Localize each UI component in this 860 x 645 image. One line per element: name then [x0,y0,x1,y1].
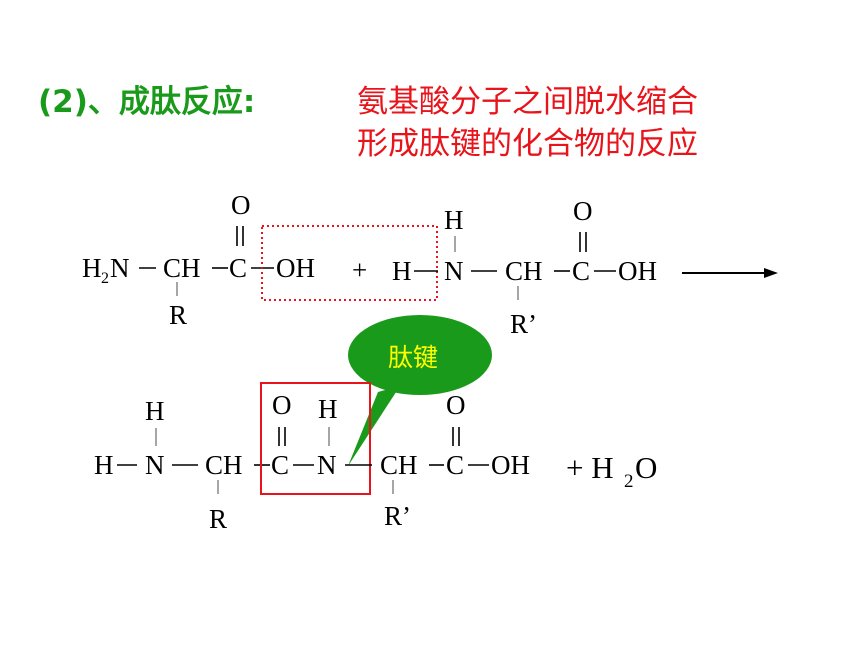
plus-sign-reactants: + [352,255,367,285]
water-o: O [635,450,657,485]
reactant2-carbonyl-o: O [573,196,593,226]
reactant2-c: C [572,256,590,286]
callout-pointer [348,386,400,466]
reactant1-oh: OH [276,253,315,283]
definition-line-1: 氨基酸分子之间脱水缩合 [357,84,698,120]
definition-line-2: 形成肽键的化合物的反应 [357,126,698,162]
product-carbonyl-o1: O [272,390,292,420]
water-plus-h: + H [566,450,614,485]
product-r1: R [209,504,227,534]
water-product: + H 2 O [566,450,657,492]
callout-bubble [348,315,492,395]
reactant1-ch: CH [163,253,201,283]
product-h-left: H [94,450,114,480]
reactant1-r: R [169,300,187,330]
product-ch2: CH [380,450,418,480]
product-n2: N [317,450,337,480]
peptide-bond-callout: 肽键 [348,315,492,466]
reactant2-ch: CH [505,256,543,286]
product-oh: OH [491,450,530,480]
reactant-2: H H N CH C O OH R’ [392,196,657,339]
water-subscript: 2 [624,471,634,492]
water-removal-highlight [261,225,438,301]
product-ch1: CH [205,450,243,480]
reaction-arrow [682,268,778,278]
product-c2: C [446,450,464,480]
reactant1-carbonyl-o: O [231,190,251,220]
reactant1-c: C [229,253,247,283]
product-c1: C [271,450,289,480]
section-heading: (2)、成肽反应: [38,84,256,120]
product-peptide-h: H [318,394,338,424]
product-n1: N [145,450,165,480]
reactant1-amine-subscript: 2 [101,270,109,287]
product-carbonyl-o2: O [446,390,466,420]
callout-label: 肽键 [388,343,438,372]
peptide-bond-highlight [260,382,371,495]
reactant2-h-left: H [392,256,412,286]
reactant1-amine-n: N [110,253,130,283]
reactant2-r: R’ [510,309,537,339]
reactant-1: H 2 N CH C O OH R [82,190,315,330]
dipeptide-product: H H N CH R O C H N CH R’ O C OH [94,382,530,534]
reactant2-h-top: H [444,205,464,235]
reactant2-n: N [444,256,464,286]
reactant2-oh: OH [618,256,657,286]
product-r2: R’ [384,501,411,531]
reactant1-amine-h: H [82,253,102,283]
product-h-top: H [145,396,165,426]
